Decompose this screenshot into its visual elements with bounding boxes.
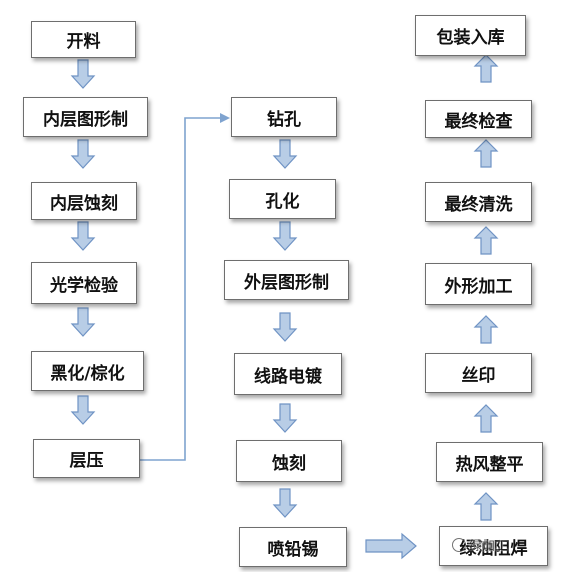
step-profiling: 外形加工 <box>425 263 532 305</box>
down-arrow <box>272 139 298 169</box>
right-arrow <box>365 532 417 560</box>
watermark: 绿加工 <box>452 535 508 554</box>
down-arrow <box>272 312 298 342</box>
down-arrow <box>272 403 298 433</box>
up-arrow <box>473 492 499 521</box>
up-arrow <box>473 54 499 83</box>
step-hole-metallization: 孔化 <box>229 179 336 219</box>
down-arrow <box>70 139 96 169</box>
step-black-brown-oxide: 黑化/棕化 <box>31 351 144 391</box>
step-etching: 蚀刻 <box>236 440 342 482</box>
step-lamination: 层压 <box>33 439 140 478</box>
step-outer-layer-imaging: 外层图形制 <box>224 260 349 300</box>
step-inner-layer-imaging: 内层图形制 <box>23 97 148 137</box>
step-final-inspection: 最终检查 <box>425 100 532 138</box>
down-arrow <box>70 221 96 251</box>
step-silkscreen: 丝印 <box>425 353 532 393</box>
down-arrow <box>70 59 96 89</box>
up-arrow <box>473 315 499 344</box>
step-inner-layer-etching: 内层蚀刻 <box>31 182 137 220</box>
down-arrow <box>272 488 298 518</box>
connector-arrowhead <box>220 113 230 123</box>
up-arrow <box>473 139 499 168</box>
connector-line <box>140 117 224 461</box>
step-pattern-plating: 线路电镀 <box>234 353 342 395</box>
step-drilling: 钻孔 <box>231 97 337 137</box>
step-final-cleaning: 最终清洗 <box>425 182 532 222</box>
step-tin-lead-spraying: 喷铅锡 <box>239 527 347 567</box>
step-cutting: 开料 <box>31 21 136 58</box>
watermark-text: 绿加工 <box>469 539 509 554</box>
step-optical-inspection: 光学检验 <box>31 262 137 304</box>
up-arrow <box>473 226 499 255</box>
step-hot-air-leveling: 热风整平 <box>436 442 543 482</box>
step-packaging-storage: 包装入库 <box>415 15 526 56</box>
down-arrow <box>70 395 96 425</box>
up-arrow <box>473 404 499 433</box>
down-arrow <box>70 307 96 337</box>
down-arrow <box>272 221 298 251</box>
wechat-logo-icon <box>452 537 466 552</box>
